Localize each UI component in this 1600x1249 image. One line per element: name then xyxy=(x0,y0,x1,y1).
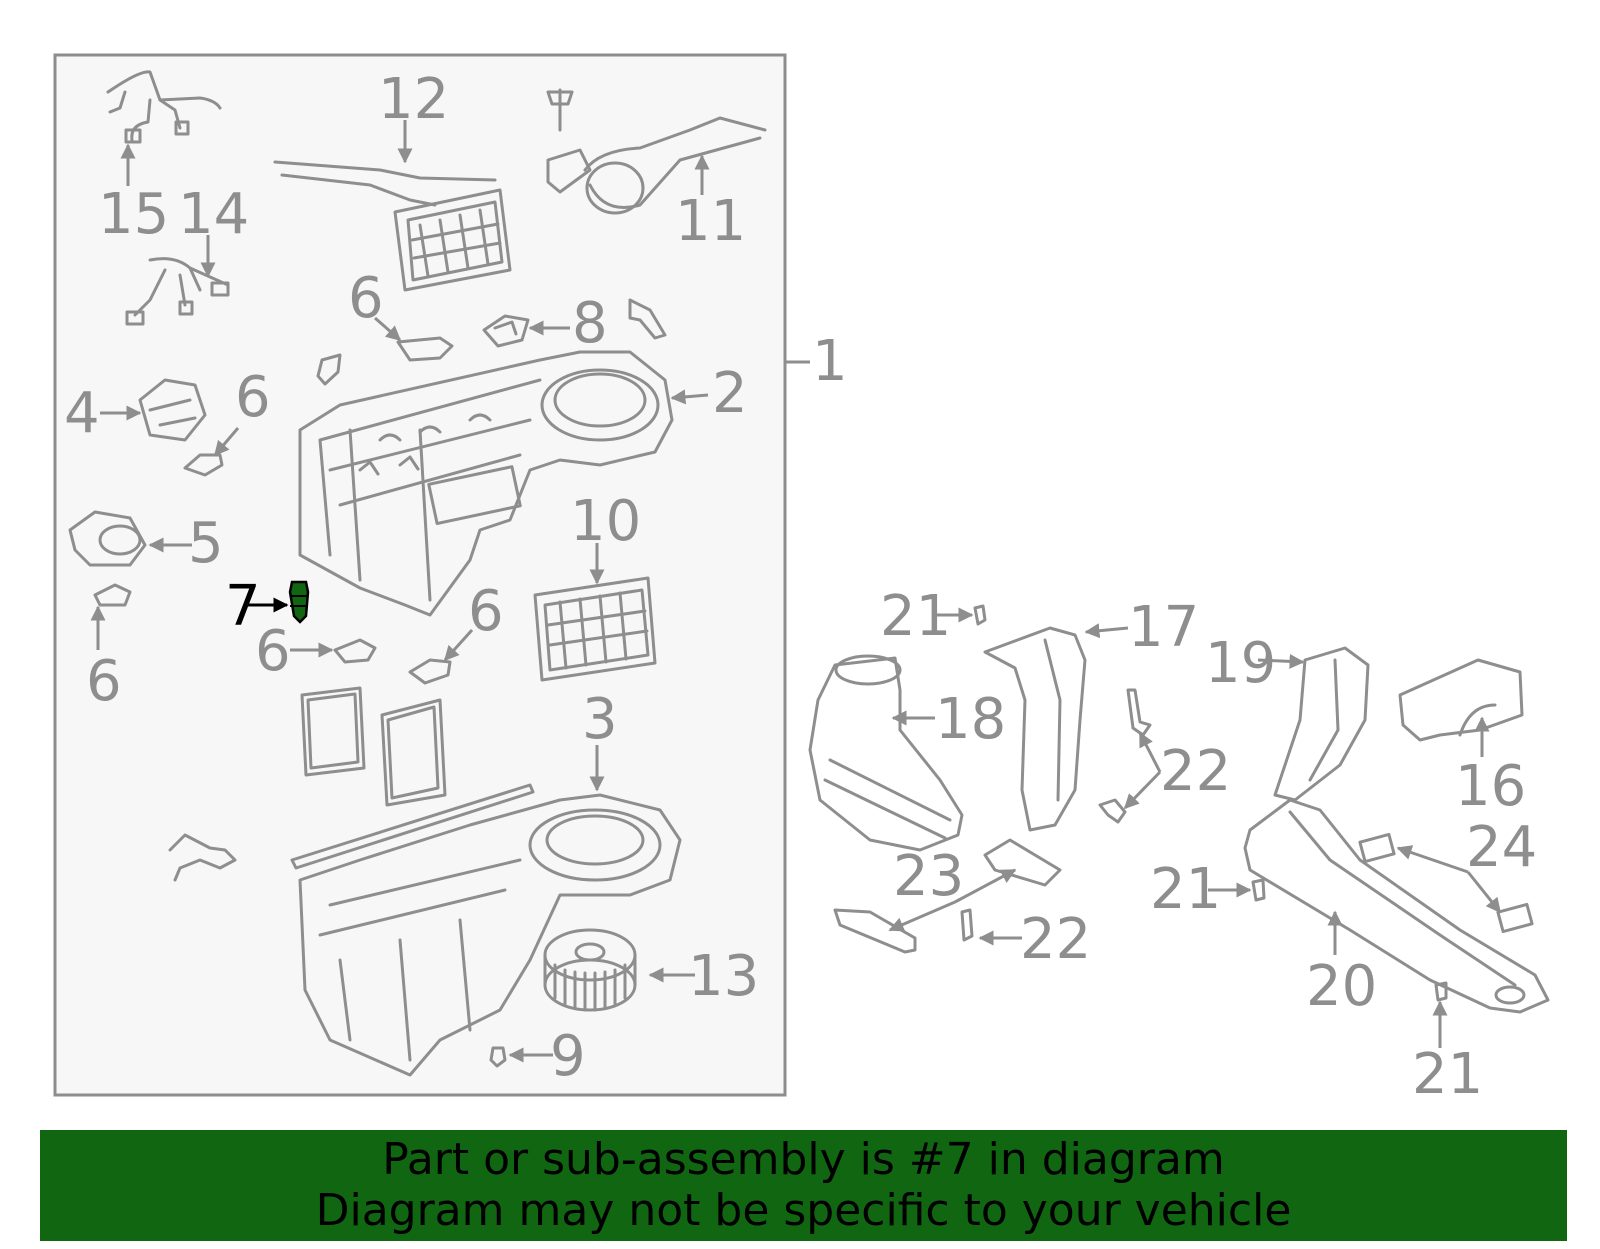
callout-6-upper-left: 6 xyxy=(235,365,271,430)
part-6-seal-left-mid xyxy=(183,453,224,477)
part-15-wire-harness xyxy=(106,70,222,144)
part-17-duct xyxy=(983,626,1087,832)
callout-13: 13 xyxy=(688,944,759,1009)
callout-8: 8 xyxy=(572,291,608,356)
part-19-duct xyxy=(1273,646,1370,802)
part-6-seal-left-low xyxy=(93,583,132,607)
callout-6-top: 6 xyxy=(348,266,384,331)
callout-22-upper: 22 xyxy=(1160,739,1231,804)
part-5-actuator xyxy=(68,510,147,567)
part-4-actuator xyxy=(138,378,207,442)
part-3-lower-case xyxy=(168,783,682,1077)
callout-15: 15 xyxy=(98,182,169,247)
part-9-screw xyxy=(489,1046,507,1068)
callout-2: 2 xyxy=(712,361,748,426)
bracket-top-right xyxy=(628,298,667,340)
part-23-vents xyxy=(833,838,1062,954)
callout-7-highlighted: 7 xyxy=(225,574,261,639)
callout-21-bottom: 21 xyxy=(1412,1042,1483,1107)
banner-line-2: Diagram may not be specific to your vehi… xyxy=(315,1185,1292,1236)
callout-labels: 1 2 3 4 5 6 6 6 6 6 7 8 9 10 11 12 13 14… xyxy=(64,67,1537,1107)
callout-18: 18 xyxy=(935,687,1006,752)
part-6-seal-center xyxy=(408,658,452,685)
part-20-duct xyxy=(1243,798,1550,1014)
callout-10: 10 xyxy=(570,489,641,554)
callout-20: 20 xyxy=(1306,954,1377,1019)
part-24-registers xyxy=(1358,832,1534,934)
callout-4: 4 xyxy=(64,381,100,446)
callout-23: 23 xyxy=(893,844,964,909)
callout-3: 3 xyxy=(582,687,618,752)
callout-17: 17 xyxy=(1128,595,1199,660)
callout-6-lower-left: 6 xyxy=(86,649,122,714)
part-6-seal-top xyxy=(396,336,454,362)
callout-9: 9 xyxy=(550,1024,586,1089)
callout-21-top: 21 xyxy=(880,584,951,649)
part-18-duct xyxy=(808,654,964,852)
callout-1: 1 xyxy=(812,329,848,394)
callout-12: 12 xyxy=(378,67,449,132)
part-16-duct-cover xyxy=(1398,658,1524,742)
part-13-blower-motor xyxy=(543,928,637,1012)
part-7-highlighted xyxy=(288,580,310,624)
callout-22-lower: 22 xyxy=(1020,907,1091,972)
part-2-upper-case xyxy=(298,350,674,617)
callout-6-center: 6 xyxy=(468,579,504,644)
part-8-actuator-clip xyxy=(482,314,530,348)
callout-21-middle: 21 xyxy=(1150,857,1221,922)
part-10-cabin-filter xyxy=(533,576,657,682)
callout-11: 11 xyxy=(675,189,746,254)
banner-line-1: Part or sub-assembly is #7 in diagram xyxy=(382,1134,1225,1185)
callout-14: 14 xyxy=(178,182,249,247)
clip-small xyxy=(316,353,342,386)
part-14-wire-harness xyxy=(125,257,230,326)
part-21-22-fasteners xyxy=(960,604,1448,1002)
part-11-harness xyxy=(546,88,767,215)
part-notice-banner: Part or sub-assembly is #7 in diagram Di… xyxy=(40,1130,1567,1241)
callout-6-center-left: 6 xyxy=(255,619,291,684)
part-12-heater-core xyxy=(273,160,512,292)
part-6-seal-center-left xyxy=(333,638,377,664)
callout-24: 24 xyxy=(1466,815,1537,880)
callout-19: 19 xyxy=(1205,631,1276,696)
callout-5: 5 xyxy=(188,511,224,576)
callout-16: 16 xyxy=(1455,754,1526,819)
cores-pair xyxy=(300,686,447,807)
leader-lines xyxy=(90,120,1502,1063)
